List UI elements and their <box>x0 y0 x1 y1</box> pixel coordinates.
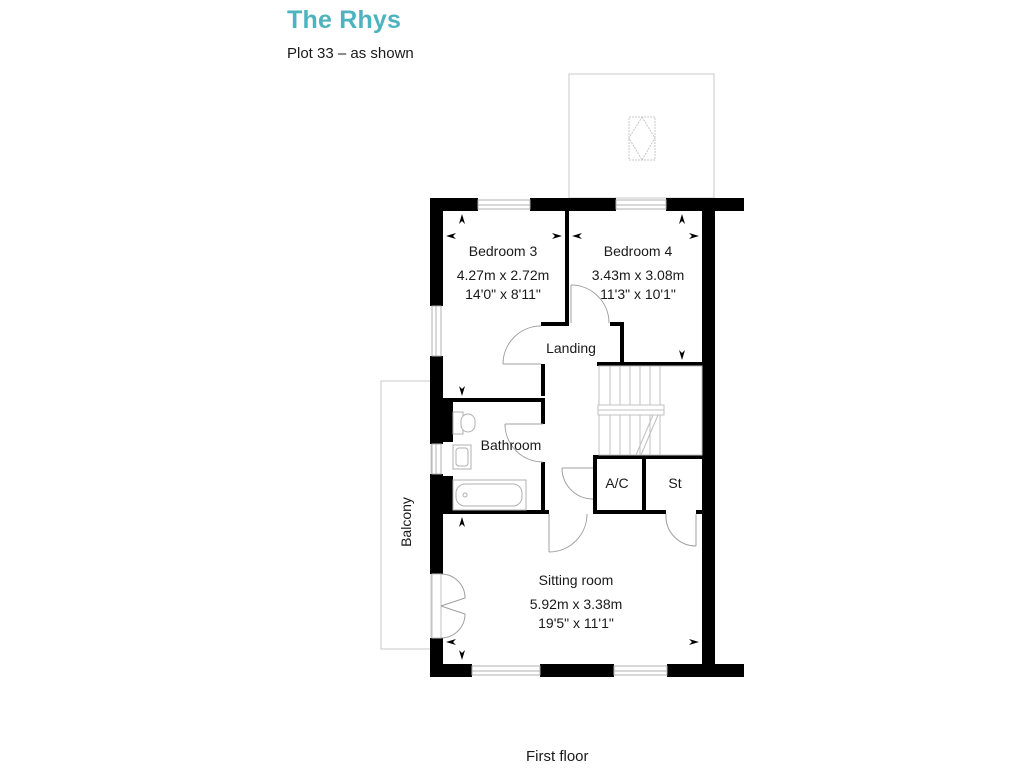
plan-title: The Rhys <box>287 6 402 34</box>
room-imperial: 11'3" x 10'1" <box>600 286 676 302</box>
room-imperial: 19'5" x 11'1" <box>538 615 614 631</box>
room-metric: 4.27m x 2.72m <box>456 267 550 283</box>
room-sitting-room: Sitting room 5.92m x 3.38m 19'5" x 11'1" <box>530 571 623 633</box>
plot-subtitle: Plot 33 – as shown <box>287 45 414 62</box>
room-imperial: 14'0" x 8'11" <box>465 286 541 302</box>
room-store: St <box>668 475 682 491</box>
floor-label: First floor <box>526 748 589 765</box>
dimension-arrows <box>446 214 699 660</box>
room-name: Sitting room <box>538 572 614 588</box>
room-metric: 3.43m x 3.08m <box>591 267 685 283</box>
room-landing: Landing <box>546 340 596 356</box>
roof-light-area <box>568 73 715 199</box>
room-bedroom-4: Bedroom 4 3.43m x 3.08m 11'3" x 10'1" <box>592 242 685 304</box>
staircase <box>597 365 703 456</box>
room-metric: 5.92m x 3.38m <box>529 596 623 612</box>
room-bathroom: Bathroom <box>480 437 542 453</box>
room-ac: A/C <box>605 475 629 491</box>
room-bedroom-3: Bedroom 3 4.27m x 2.72m 14'0" x 8'11" <box>457 242 550 304</box>
bathroom-fixtures <box>452 411 527 511</box>
windows <box>431 199 668 676</box>
room-balcony: Balcony <box>398 497 414 547</box>
doors <box>431 284 697 639</box>
walls <box>430 198 744 677</box>
room-name: Bedroom 3 <box>468 243 538 259</box>
room-name: Bedroom 4 <box>603 243 673 259</box>
